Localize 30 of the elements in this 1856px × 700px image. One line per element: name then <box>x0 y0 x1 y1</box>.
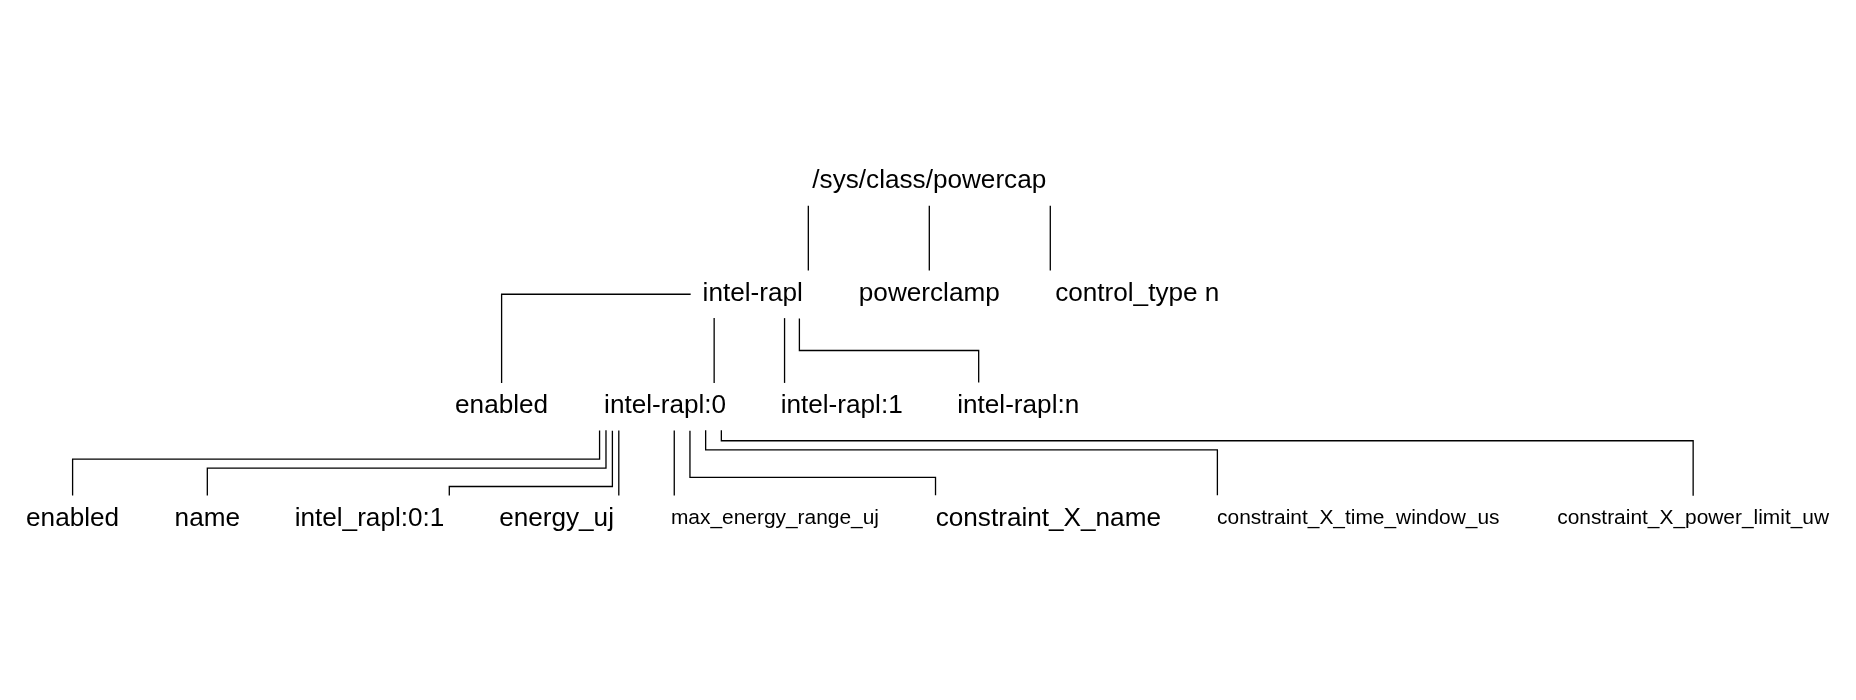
connector <box>1049 204 1051 271</box>
connector <box>713 316 715 384</box>
node-text: intel-rapl:0 <box>604 388 727 419</box>
connector <box>807 204 809 271</box>
connector <box>500 293 692 384</box>
connector <box>928 204 930 271</box>
connector <box>618 429 620 496</box>
connector <box>206 429 607 496</box>
node-text: constraint_X_power_limit_uw <box>1557 504 1830 528</box>
node-text: intel-rapl <box>702 276 803 307</box>
connector <box>71 429 601 496</box>
node-text: max_energy_range_uj <box>670 504 879 528</box>
node-text: control_type n <box>1055 276 1220 307</box>
node-text: enabled <box>26 501 120 532</box>
node-text: /sys/class/powercap <box>812 163 1047 194</box>
node-text: enabled <box>455 388 549 419</box>
connector <box>448 429 614 496</box>
node-text: intel_rapl:0:1 <box>294 501 445 532</box>
connector <box>720 429 1694 496</box>
node-text: powerclamp <box>858 276 1000 307</box>
node-text: constraint_X_time_window_us <box>1217 504 1500 528</box>
node-text: intel-rapl:1 <box>780 388 903 419</box>
node-text: constraint_X_name <box>935 501 1161 532</box>
node-text: intel-rapl:n <box>957 388 1080 419</box>
connector <box>783 316 786 384</box>
connector <box>673 429 675 496</box>
connector <box>798 317 980 383</box>
node-text: energy_uj <box>499 501 614 532</box>
connector <box>705 429 1219 496</box>
node-text: name <box>174 501 241 532</box>
